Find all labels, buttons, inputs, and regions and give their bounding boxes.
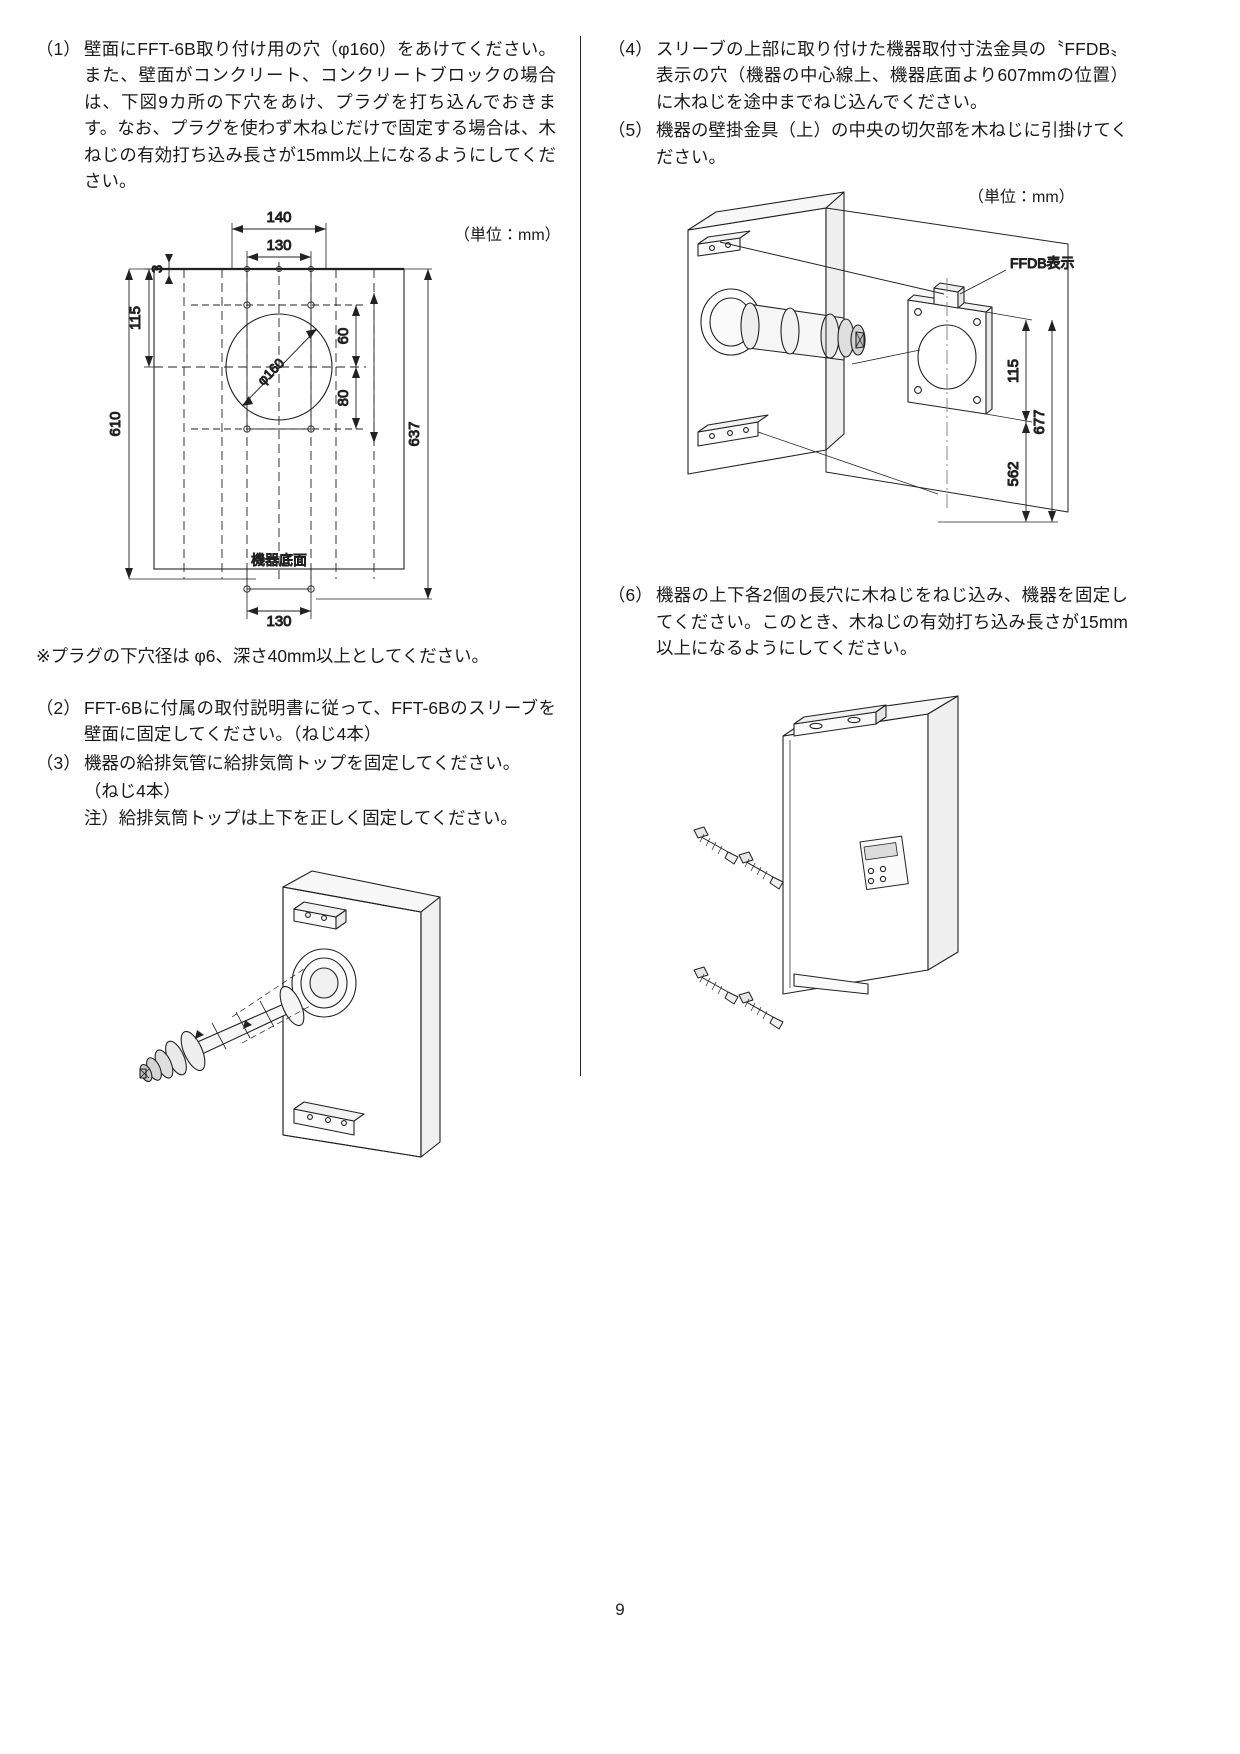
right-column: （4） スリーブの上部に取り付けた機器取付寸法金具の〝FFDB〟表示の穴（機器の… <box>608 36 1128 1074</box>
step-3-sub2: 注）給排気筒トップは上下を正しく固定してください。 <box>84 807 518 828</box>
dim-562: 562 <box>1005 462 1022 487</box>
wall-layout-drawing: φ160 <box>107 208 557 627</box>
dim-130-bottom: 130 <box>266 613 291 627</box>
step-1-text: 壁面にFFT-6B取り付け用の穴（φ160）をあけてください。また、壁面がコンク… <box>84 39 556 192</box>
dim-80: 80 <box>335 389 352 406</box>
step-3: （3） 機器の給排気管に給排気筒トップを固定してください。 <box>36 750 556 776</box>
figure-sleeve-unit-iso <box>36 857 556 1187</box>
step-5-marker: （5） <box>608 120 653 141</box>
step-2-marker: （2） <box>36 697 81 718</box>
step-6: （6） 機器の上下各2個の長穴に木ねじをねじ込み、機器を固定してください。このと… <box>608 582 1128 661</box>
dim-637: 637 <box>406 421 423 446</box>
step-1-marker: （1） <box>36 39 81 59</box>
label-equipment-bottom: 機器底面 <box>251 552 307 568</box>
dim-115: 115 <box>127 306 144 330</box>
step-2-text: FFT-6Bに付属の取付説明書に従って、FFT-6Bのスリーブを壁面に固定してく… <box>84 697 556 745</box>
unit-label-fig3: （単位：mm） <box>968 188 1075 206</box>
ffdb-bracket-drawing: （単位：mm） <box>687 188 1075 523</box>
step-4-marker: （4） <box>608 39 653 59</box>
dim-phi160: φ160 <box>254 355 287 388</box>
step-3-marker: （3） <box>36 752 81 773</box>
step-6-marker: （6） <box>608 585 653 606</box>
step-2: （2） FFT-6Bに付属の取付説明書に従って、FFT-6Bのスリーブを壁面に固… <box>36 695 556 748</box>
step-5-text: 機器の壁掛金具（上）の中央の切欠部を木ねじに引掛けてください。 <box>656 120 1128 167</box>
plug-note: ※プラグの下穴径は φ6、深さ40mm以上としてください。 <box>36 645 489 666</box>
figure-wall-hole-layout: φ160 <box>36 207 557 627</box>
dim-677: 677 <box>1031 410 1048 435</box>
sleeve-unit-drawing <box>139 870 441 1158</box>
unit-label-fig1: （単位：mm） <box>454 226 556 244</box>
figure-ffdb-bracket: （単位：mm） <box>608 182 1128 572</box>
step-1: （1） 壁面にFFT-6B取り付け用の穴（φ160）をあけてください。また、壁面… <box>36 36 556 195</box>
dim-610: 610 <box>107 411 124 436</box>
step-4-text: スリーブの上部に取り付けた機器取付寸法金具の〝FFDB〟表示の穴（機器の中心線上… <box>656 39 1128 112</box>
step-3-text: 機器の給排気管に給排気筒トップを固定してください。 <box>84 752 521 773</box>
left-column: （1） 壁面にFFT-6B取り付け用の穴（φ160）をあけてください。また、壁面… <box>36 36 556 1187</box>
figure-unit-screws <box>608 674 1128 1074</box>
label-ffdb: FFDB表示 <box>1010 255 1075 271</box>
step-3-sub1: （ねじ4本） <box>84 781 181 802</box>
dim-130-top: 130 <box>266 237 291 254</box>
step-4: （4） スリーブの上部に取り付けた機器取付寸法金具の〝FFDB〟表示の穴（機器の… <box>608 36 1128 115</box>
dim-60: 60 <box>335 327 352 344</box>
dim-3: 3 <box>149 265 166 273</box>
column-divider <box>580 36 581 1076</box>
dim-115-plate: 115 <box>1005 359 1022 383</box>
step-5: （5） 機器の壁掛金具（上）の中央の切欠部を木ねじに引掛けてください。 <box>608 117 1128 170</box>
unit-screw-drawing <box>693 695 959 1030</box>
step-6-text: 機器の上下各2個の長穴に木ねじをねじ込み、機器を固定してください。このとき、木ね… <box>656 585 1128 659</box>
page-number: 9 <box>615 1600 625 1619</box>
dim-140: 140 <box>266 209 291 226</box>
